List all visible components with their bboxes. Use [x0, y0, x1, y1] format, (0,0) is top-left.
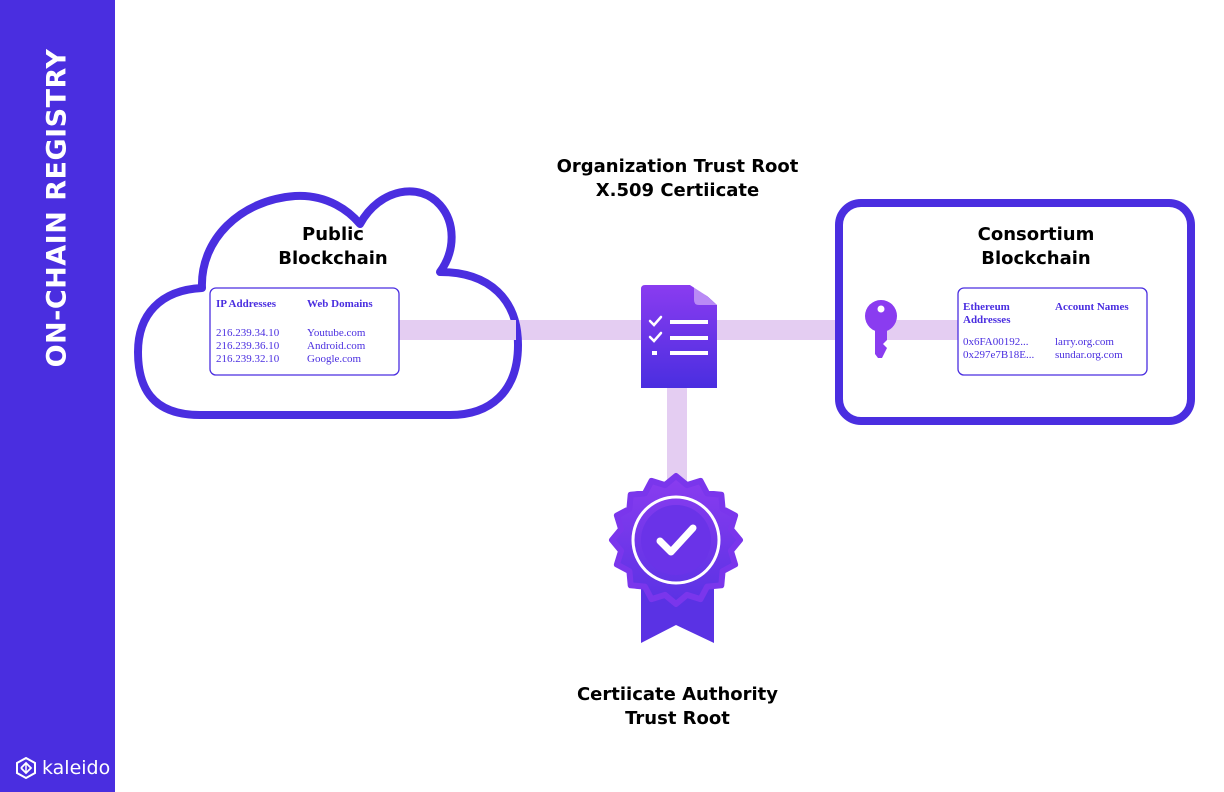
ca-line2: Trust Root — [625, 708, 730, 729]
table-cell: Youtube.com — [307, 327, 366, 339]
table-cell: 216.239.34.10 — [216, 327, 280, 339]
table-header: Web Domains — [307, 298, 373, 310]
kaleido-logo: kaleido — [15, 757, 110, 779]
connector-consortium-inner — [880, 320, 960, 340]
table-cell: Google.com — [307, 353, 362, 365]
consortium-table: Ethereum Addresses Account Names 0x6FA00… — [958, 288, 1147, 375]
org-trust-root-line2: X.509 Certiicate — [595, 180, 760, 201]
checkmark-icon — [656, 524, 697, 556]
table-cell: 0x6FA00192... — [963, 336, 1029, 348]
org-trust-root-label: Organization Trust Root X.509 Certiicate — [540, 155, 815, 203]
consortium-line2: Blockchain — [981, 248, 1091, 269]
award-badge-icon — [609, 473, 743, 643]
logo-text: kaleido — [42, 757, 111, 779]
public-table-box — [209, 287, 400, 376]
table-cell: larry.org.com — [1055, 336, 1114, 348]
public-line1: Public — [302, 224, 364, 245]
sidebar: ON-CHAIN REGISTRY kaleido — [0, 0, 115, 792]
table-cell: 216.239.32.10 — [216, 353, 280, 365]
connector-vertical — [667, 385, 687, 495]
ca-trust-root-label: Certiicate Authority Trust Root — [555, 683, 800, 731]
key-icon — [865, 300, 897, 358]
table-cell: sundar.org.com — [1055, 349, 1123, 361]
table-header: Account Names — [1055, 301, 1129, 313]
table-cell: Android.com — [307, 340, 366, 352]
table-cell: 0x297e7B18E... — [963, 349, 1035, 361]
consortium-table-box — [957, 287, 1148, 376]
certificate-document-icon — [641, 280, 717, 388]
consortium-blockchain-label: Consortium Blockchain — [956, 223, 1116, 271]
connector-cloud-inner — [395, 320, 516, 340]
public-table: IP Addresses Web Domains 216.239.34.10 Y… — [210, 288, 399, 375]
public-blockchain-label: Public Blockchain — [253, 223, 413, 271]
table-cell: 216.239.36.10 — [216, 340, 280, 352]
public-line2: Blockchain — [278, 248, 388, 269]
table-header: Ethereum — [963, 301, 1010, 313]
kaleido-logo-icon — [16, 757, 36, 779]
table-header: Addresses — [963, 314, 1011, 326]
org-trust-root-line1: Organization Trust Root — [556, 156, 799, 177]
consortium-line1: Consortium — [977, 224, 1095, 245]
table-header: IP Addresses — [216, 298, 277, 310]
ca-line1: Certiicate Authority — [576, 684, 779, 705]
